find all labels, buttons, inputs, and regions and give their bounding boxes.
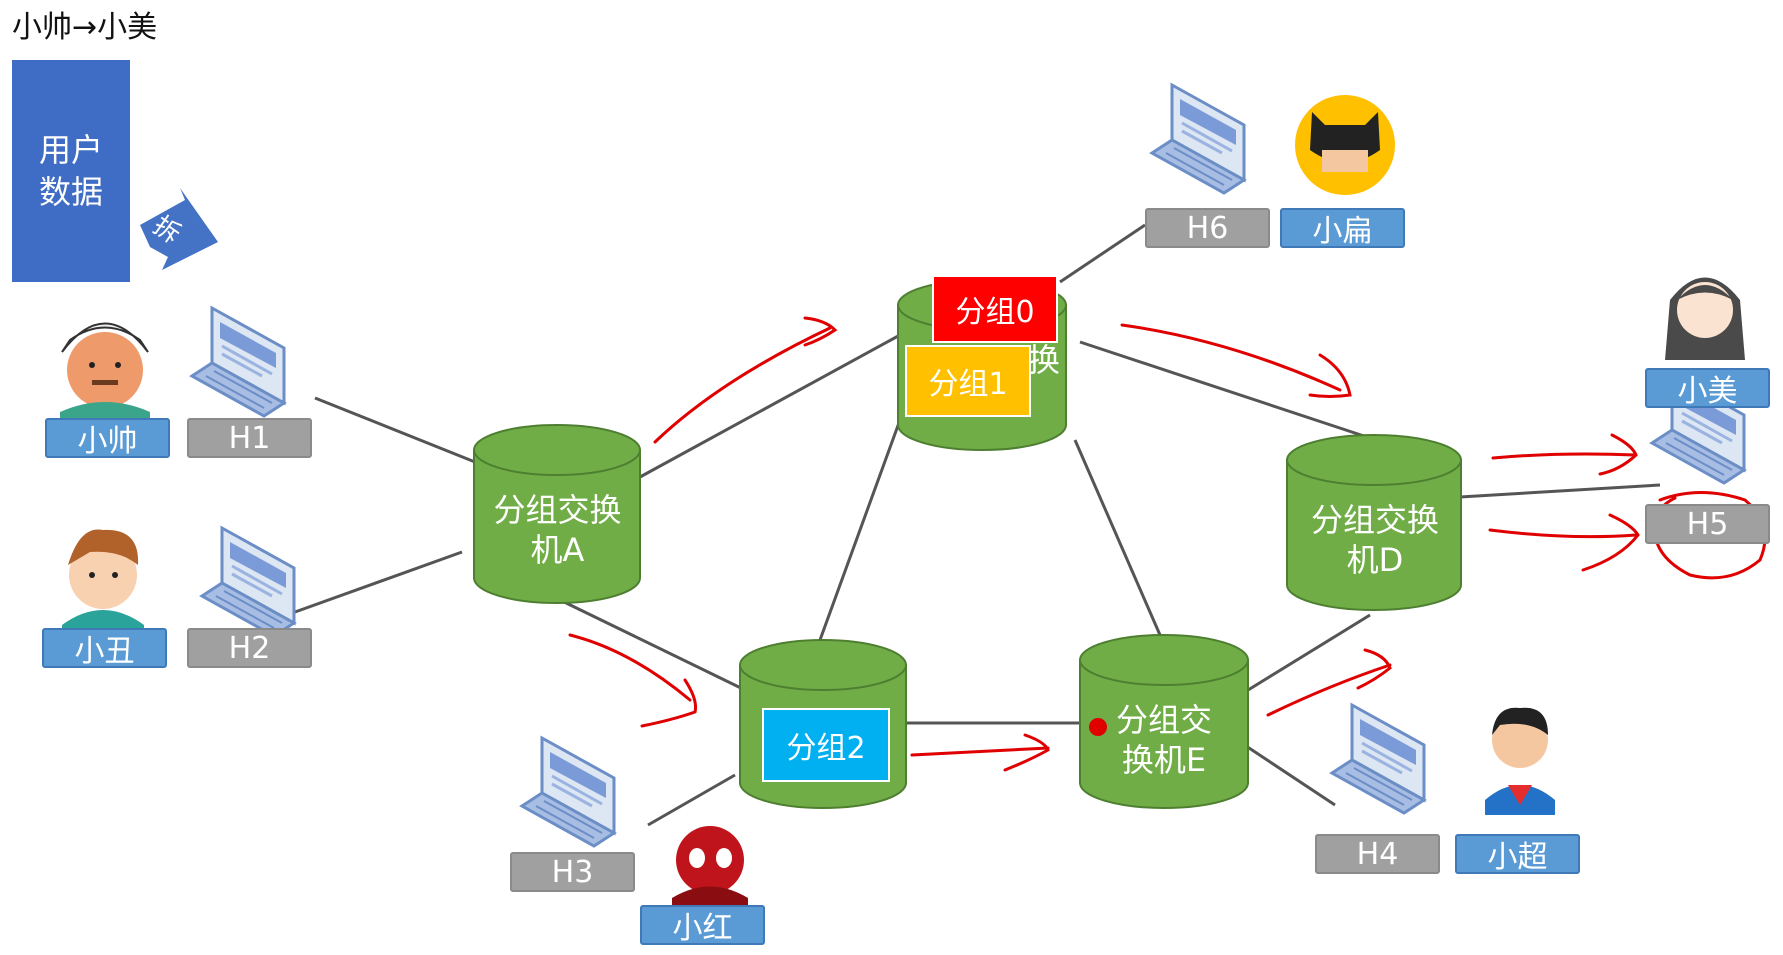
- link-b-c: [818, 419, 902, 641]
- link-d-h5: [1459, 483, 1661, 499]
- page-title: 小帅→小美: [12, 10, 158, 45]
- switch-d-label: 分组交换机D: [1310, 501, 1439, 579]
- link-b-d: [1079, 340, 1371, 440]
- arrow-a-to-b: [653, 316, 838, 444]
- avatar-xiaochou: [62, 529, 144, 632]
- switch-a-label: 分组交换机A: [493, 491, 622, 569]
- user-data-line2: 数据: [38, 173, 103, 211]
- arrow-d-to-h5-top: [1491, 433, 1638, 476]
- laptop-icon-h4: [1330, 703, 1426, 815]
- laptop-icon-h2: [200, 526, 296, 638]
- user-label-xiaochou: 小丑: [42, 628, 167, 669]
- host-label-h3: H3: [510, 852, 635, 892]
- switch-e-label: 分组交换机E: [1115, 701, 1212, 779]
- split-arrow: [140, 188, 218, 270]
- packet-1: 分组1: [905, 345, 1031, 417]
- laptop-icon-h3: [520, 736, 616, 848]
- network-links: [294, 223, 1661, 827]
- link-b-h6: [1059, 223, 1146, 284]
- link-h1-a: [314, 396, 476, 464]
- host-label-h5: H5: [1645, 504, 1770, 544]
- avatar-xiaomei: [1665, 277, 1745, 360]
- avatar-xiaobian: [1295, 95, 1395, 195]
- host-label-h4: H4: [1315, 834, 1440, 874]
- switch-b-partial-label: 换: [1028, 341, 1061, 379]
- arrow-b-to-d: [1120, 323, 1352, 398]
- user-label-xiaohong: 小红: [640, 905, 765, 946]
- switch-d: [1286, 434, 1462, 611]
- host-label-h2: H2: [187, 628, 312, 668]
- link-h2-a: [294, 550, 463, 614]
- red-dot-marker: [1089, 718, 1107, 736]
- switch-a: [473, 424, 641, 604]
- arrow-c-to-e: [910, 733, 1050, 772]
- packet-0: 分组0: [932, 275, 1058, 343]
- link-a-c: [559, 598, 746, 692]
- user-data-block: 用户 数据: [12, 60, 130, 282]
- host-label-h1: H1: [187, 418, 312, 458]
- host-label-h6: H6: [1145, 208, 1270, 248]
- avatar-xiaohong: [672, 826, 748, 905]
- user-label-xiaobian: 小扁: [1280, 208, 1405, 249]
- arrow-e-to-d: [1266, 648, 1392, 717]
- link-e-h4: [1239, 740, 1336, 807]
- link-a-b: [639, 333, 901, 479]
- arrow-d-to-h5-bottom: [1488, 513, 1640, 572]
- link-c-h3: [647, 773, 736, 827]
- user-label-xiaoshuai: 小帅: [45, 418, 170, 459]
- avatar-xiaoshuai: [60, 322, 150, 420]
- user-label-xiaomei: 小美: [1645, 368, 1770, 409]
- link-b-e: [1073, 439, 1162, 636]
- user-label-xiaochao: 小超: [1455, 834, 1580, 875]
- user-data-line1: 用户: [38, 131, 103, 169]
- packet-2: 分组2: [762, 708, 890, 782]
- link-e-d: [1239, 613, 1371, 697]
- laptop-icon-h1: [190, 306, 286, 418]
- arrow-a-to-c: [568, 633, 697, 728]
- switch-e: [1079, 634, 1249, 809]
- avatar-xiaochao: [1485, 707, 1555, 815]
- laptop-icon-h6: [1150, 83, 1246, 195]
